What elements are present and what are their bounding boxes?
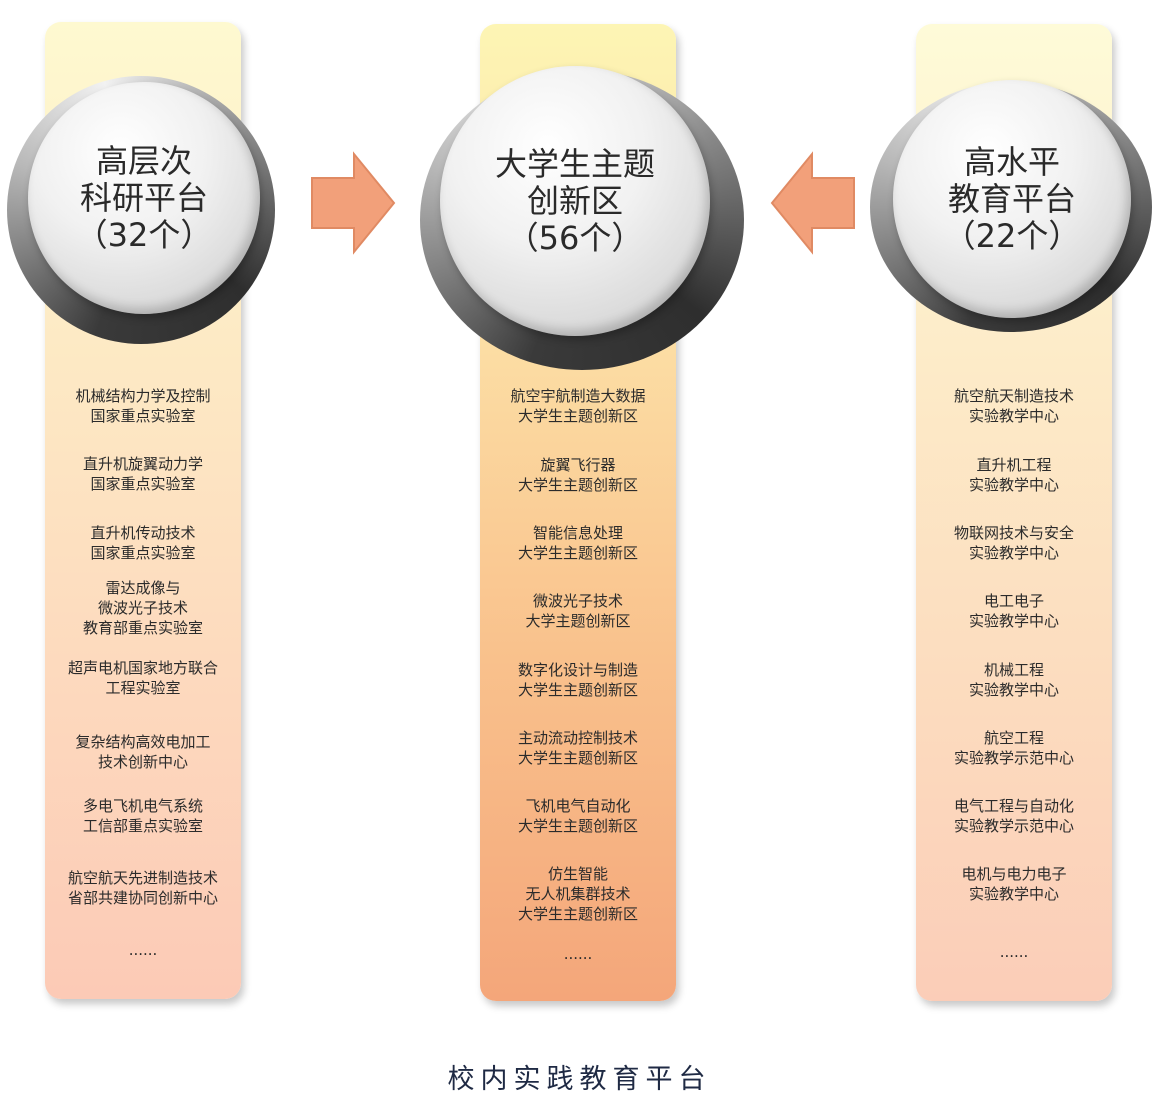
list-item-ellipsis: ...... bbox=[999, 943, 1029, 961]
list-item: 直升机旋翼动力学国家重点实验室 bbox=[82, 455, 203, 493]
list-item: 电工电子实验教学中心 bbox=[968, 592, 1059, 630]
list-item: 旋翼飞行器大学生主题创新区 bbox=[517, 456, 638, 494]
list-item: 机械工程实验教学中心 bbox=[968, 661, 1059, 699]
badge-title-line: 高层次 bbox=[95, 141, 192, 180]
list-item: 航空工程实验教学示范中心 bbox=[953, 729, 1074, 767]
badge-disc: 高水平 教育平台 （22个） bbox=[893, 80, 1131, 318]
list-item: 智能信息处理大学生主题创新区 bbox=[517, 524, 638, 562]
list-item-ellipsis: ...... bbox=[563, 945, 593, 963]
badge-count: （32个） bbox=[75, 215, 213, 254]
badge-count: （22个） bbox=[943, 216, 1081, 255]
figure-caption: 校内实践教育平台 bbox=[447, 1064, 712, 1095]
list-item: 微波光子技术大学主题创新区 bbox=[525, 592, 631, 630]
badge-title-line: 高水平 bbox=[963, 142, 1060, 181]
list-item: 电机与电力电子实验教学中心 bbox=[961, 865, 1067, 903]
list-item: 仿生智能无人机集群技术大学生主题创新区 bbox=[517, 865, 638, 923]
badge-disc: 大学生主题 创新区 （56个） bbox=[440, 66, 710, 336]
list-item: 直升机传动技术国家重点实验室 bbox=[90, 524, 196, 562]
list-item: 物联网技术与安全实验教学中心 bbox=[953, 524, 1074, 562]
badge-count: （56个） bbox=[506, 218, 644, 257]
badge-title-line: 大学生主题 bbox=[494, 144, 655, 183]
badge-title-line: 教育平台 bbox=[947, 179, 1076, 218]
badge-disc: 高层次 科研平台 （32个） bbox=[28, 82, 260, 314]
list-item: 电气工程与自动化实验教学示范中心 bbox=[953, 797, 1074, 835]
list-item: 航空宇航制造大数据大学生主题创新区 bbox=[510, 387, 646, 425]
arrow-right-icon bbox=[311, 151, 396, 255]
list-item: 超声电机国家地方联合工程实验室 bbox=[67, 659, 218, 697]
list-item-ellipsis: ...... bbox=[128, 941, 158, 959]
list-item: 直升机工程实验教学中心 bbox=[968, 456, 1059, 494]
list-item: 雷达成像与微波光子技术教育部重点实验室 bbox=[82, 579, 203, 637]
arrow-left-icon bbox=[770, 151, 855, 255]
list-item: 复杂结构高效电加工技术创新中心 bbox=[75, 733, 211, 771]
list-item: 机械结构力学及控制国家重点实验室 bbox=[75, 387, 211, 425]
badge-title-line: 科研平台 bbox=[79, 178, 208, 217]
list-item: 主动流动控制技术大学生主题创新区 bbox=[517, 729, 638, 767]
list-item: 飞机电气自动化大学生主题创新区 bbox=[517, 797, 638, 835]
badge-title-line: 创新区 bbox=[526, 181, 623, 220]
list-item: 多电飞机电气系统工信部重点实验室 bbox=[82, 797, 203, 835]
list-item: 航空航天先进制造技术省部共建协同创新中心 bbox=[67, 869, 218, 907]
list-item: 航空航天制造技术实验教学中心 bbox=[953, 387, 1074, 425]
list-item: 数字化设计与制造大学生主题创新区 bbox=[517, 661, 638, 699]
